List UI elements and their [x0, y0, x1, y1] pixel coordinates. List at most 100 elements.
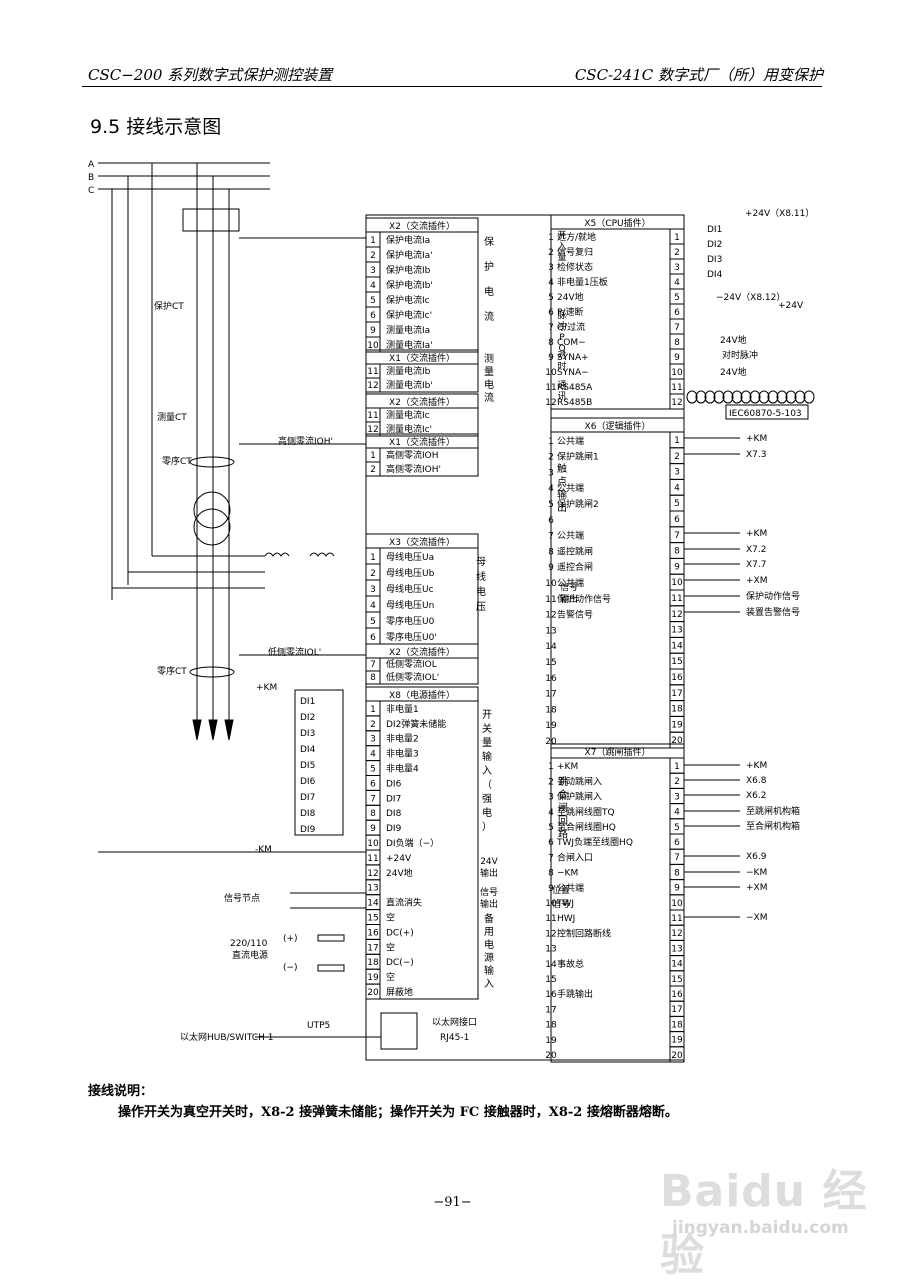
x8-power-pin-label: +24V — [386, 854, 412, 864]
x2-ac-c-title: X2（交流插件） — [389, 646, 455, 658]
x2-ac-a-pin-label: 保护电流Ia — [386, 234, 430, 246]
x5-pin-number: 4 — [674, 278, 680, 288]
x6-logic-pin-number: 1 — [548, 437, 554, 447]
x5-num-cell — [669, 393, 685, 410]
x5-cpu-pin-number: 3 — [548, 263, 554, 273]
x2-ac-b-title: X2（交流插件） — [389, 396, 455, 408]
x8-group-label: （ — [482, 779, 492, 791]
x8-group-label: 入 — [482, 766, 492, 777]
x2-ac-b-pin-number: 11 — [367, 411, 378, 421]
x6-logic-pin-label: 遥控跳闸 — [557, 545, 593, 557]
x7-trip-pin-label: 公共端 — [557, 882, 584, 894]
di-small-1: DI1 — [300, 697, 315, 707]
rs485-twist-loop — [722, 390, 734, 404]
x2a-group-label-2: 流 — [484, 391, 494, 404]
x6-pin-number: 9 — [674, 562, 680, 572]
x5-pin-number: 12 — [671, 398, 682, 408]
rs485-twist-loop — [686, 390, 698, 404]
x6-group1-label: 点 — [557, 476, 567, 488]
x2a-group-label: 保 — [484, 235, 494, 248]
rs485-twist-loop — [731, 390, 743, 404]
x6-pin-number: 14 — [671, 641, 683, 651]
x3-ac-pin-number: 2 — [370, 569, 376, 579]
x6-pin-number: 10 — [671, 578, 683, 588]
x7-trip-pin-number: 3 — [548, 793, 554, 803]
x6-logic-pin-number: 19 — [545, 721, 557, 731]
x7-right-label-9: +XM — [746, 883, 767, 893]
x8-power-pin-label: 空 — [386, 912, 395, 924]
x2a-group-label: 电 — [484, 285, 494, 298]
x7-right-label-4: 至跳闸机构箱 — [746, 805, 800, 817]
x3-ac-title: X3（交流插件） — [389, 536, 455, 548]
x5-group-label-1: Q — [558, 344, 565, 354]
x8-power-pin-label: 非电量2 — [386, 733, 419, 745]
x7-pin-number: 10 — [671, 899, 683, 909]
rs485-twist-loop — [758, 390, 770, 404]
x2-ac-a-num-cell — [365, 336, 381, 353]
x7-pin-number: 15 — [671, 975, 682, 985]
x6-logic-pin-number: 17 — [545, 690, 556, 700]
di-small-9: DI9 — [300, 825, 316, 835]
x6-logic-pin-label: 公共端 — [557, 530, 584, 542]
x7-pin-number: 18 — [671, 1020, 683, 1030]
x7-group1-label: 路 — [558, 827, 568, 840]
x7-trip-pin-number: 11 — [545, 914, 556, 924]
x6-num-cell — [669, 731, 685, 749]
x7-trip-pin-label: 保护跳闸入 — [557, 791, 602, 803]
x8-group4-label: 备 — [484, 912, 494, 925]
x5-cpu-pin-number: 4 — [548, 278, 554, 288]
label-zero-ct2: 零序CT — [157, 665, 187, 677]
x2-ac-a-pin-label: 保护电流Ia' — [386, 249, 433, 261]
label-signal-node: 信号节点 — [224, 892, 260, 904]
x3-ac-pin-label: 母线电压Ub — [386, 567, 435, 579]
x2-ac-a-pin-label: 保护电流Ic — [386, 294, 430, 306]
x5-group-label-1: 冲 — [557, 320, 566, 332]
x2-ac-a-pin-number: 6 — [370, 311, 376, 321]
x6-right-label-12: 装置告警信号 — [746, 606, 800, 618]
x1-ac-b-pin-number: 2 — [370, 465, 376, 475]
x5-cpu-pin-number: 8 — [548, 338, 554, 348]
x6-logic-pin-number: 2 — [548, 453, 554, 463]
x5-group-label-0: 开 — [557, 230, 566, 241]
x1-ac-b-title: X1（交流插件） — [389, 436, 455, 448]
x7-right-label-7: X6.9 — [746, 852, 767, 862]
x8-power-pin-number: 18 — [367, 958, 379, 968]
x8-group-label: 电 — [482, 806, 492, 819]
x8-group4-label: 电 — [484, 938, 494, 951]
x8-power-pin-number: 2 — [370, 720, 376, 730]
di-small-5: DI5 — [300, 761, 315, 771]
x5-group-label-3: 讯 — [557, 391, 566, 402]
x5-cpu-pin-number: 11 — [545, 383, 556, 393]
x5-cpu-pin-label: 检修状态 — [557, 261, 593, 273]
x7-trip-pin-label: TWJ — [556, 899, 574, 909]
x6-pin-number: 17 — [671, 689, 682, 699]
x5-cpu-pin-number: 7 — [548, 323, 554, 333]
x6-pin-number: 4 — [674, 483, 680, 493]
x8-power-num-cell — [365, 983, 381, 1000]
x8-power-pin-label: DI6 — [386, 779, 402, 789]
x5-right-di-4: DI4 — [707, 270, 723, 280]
x5-pin-number: 1 — [674, 233, 680, 243]
x7-pin-number: 5 — [674, 823, 680, 833]
di-small-4: DI4 — [300, 745, 316, 755]
x5-right-p24b: +24V — [778, 301, 804, 311]
x1-ac-a-title: X1（交流插件） — [389, 352, 455, 364]
rs485-twist-loop — [794, 390, 806, 404]
x2-ac-b-num-cell — [365, 421, 381, 437]
x5-right-di-3: DI3 — [707, 255, 722, 265]
x7-trip-pin-number: 5 — [548, 823, 554, 833]
x5-right-gnd2: 24V地 — [720, 366, 747, 378]
x7-group1-label: 闸 — [558, 801, 568, 814]
x2-ac-a-pin-number: 4 — [370, 281, 376, 291]
x2-ac-a-pin-label: 测量电流Ia' — [386, 339, 433, 351]
x6-right-label-7: +KM — [746, 529, 767, 539]
x3-ac-pin-label: 零序电压U0' — [386, 631, 437, 643]
x6-logic-pin-number: 12 — [545, 611, 556, 621]
x6-pin-number: 15 — [671, 657, 682, 667]
x7-group1-label: 回 — [558, 815, 568, 827]
x8-power-pin-number: 11 — [367, 854, 378, 864]
x5-right-di-1: DI1 — [707, 225, 722, 235]
x2a-group-label-2: 测 — [484, 352, 494, 365]
x5-pin-number: 3 — [674, 263, 680, 273]
rs485-twist-loop — [749, 390, 761, 404]
